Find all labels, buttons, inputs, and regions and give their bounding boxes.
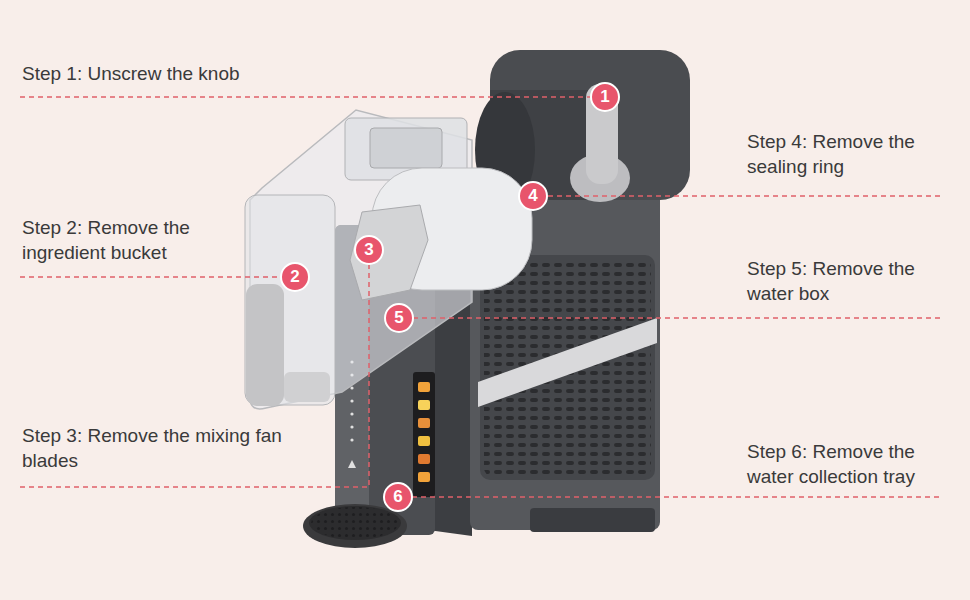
silver-stripe	[478, 318, 657, 407]
callout-circle: 4	[518, 181, 548, 211]
step-label: Step 2: Remove the ingredient bucket	[22, 216, 227, 265]
cabinet-foot	[530, 508, 655, 532]
callout-disc	[281, 263, 309, 291]
drip-tray	[303, 504, 407, 548]
callout-circle: 1	[590, 82, 620, 112]
bucket-front	[245, 195, 335, 405]
callout-number: 1	[590, 82, 620, 112]
leader-line	[20, 96, 591, 98]
callout-circle: 5	[384, 303, 414, 333]
level-arrow	[348, 460, 356, 468]
callout-disc	[519, 182, 547, 210]
drip-tray-top	[309, 506, 401, 540]
callout-circle: 2	[280, 262, 310, 292]
leader-line	[413, 317, 940, 319]
callout-disc	[385, 304, 413, 332]
callout-disc	[355, 236, 383, 264]
step-label: Step 5: Remove the water box	[747, 257, 952, 306]
level-dot	[350, 438, 353, 441]
leader-line	[20, 264, 369, 487]
tap-spout	[284, 372, 330, 402]
callout-number: 4	[518, 181, 548, 211]
panel-icon	[418, 418, 430, 428]
leader-line	[20, 276, 281, 278]
callout-number: 2	[280, 262, 310, 292]
step-label: Step 1: Unscrew the knob	[22, 62, 352, 87]
callout-disc	[384, 483, 412, 511]
callout-circle: 6	[383, 482, 413, 512]
level-dot	[350, 386, 353, 389]
callout-number: 5	[384, 303, 414, 333]
control-panel	[413, 372, 435, 497]
leader-line	[412, 496, 940, 498]
level-dot	[350, 399, 353, 402]
tap-handle	[246, 284, 284, 406]
level-dot	[350, 425, 353, 428]
callout-circle: 3	[354, 235, 384, 265]
mixing-fan-blades	[350, 205, 428, 300]
panel-icon	[418, 400, 430, 410]
panel-icon	[418, 436, 430, 446]
lid-hatch	[370, 128, 442, 168]
leader-line	[548, 195, 940, 197]
callout-number: 6	[383, 482, 413, 512]
step-label: Step 4: Remove the sealing ring	[747, 130, 952, 179]
step-label: Step 6: Remove the water collection tray	[747, 440, 962, 489]
drip-tray-holes	[311, 507, 399, 539]
panel-icon	[418, 454, 430, 464]
step-label: Step 3: Remove the mixing fan blades	[22, 424, 307, 473]
panel-icon	[418, 382, 430, 392]
level-dot	[350, 412, 353, 415]
callout-number: 3	[354, 235, 384, 265]
callout-disc	[591, 83, 619, 111]
panel-icon	[418, 472, 430, 482]
